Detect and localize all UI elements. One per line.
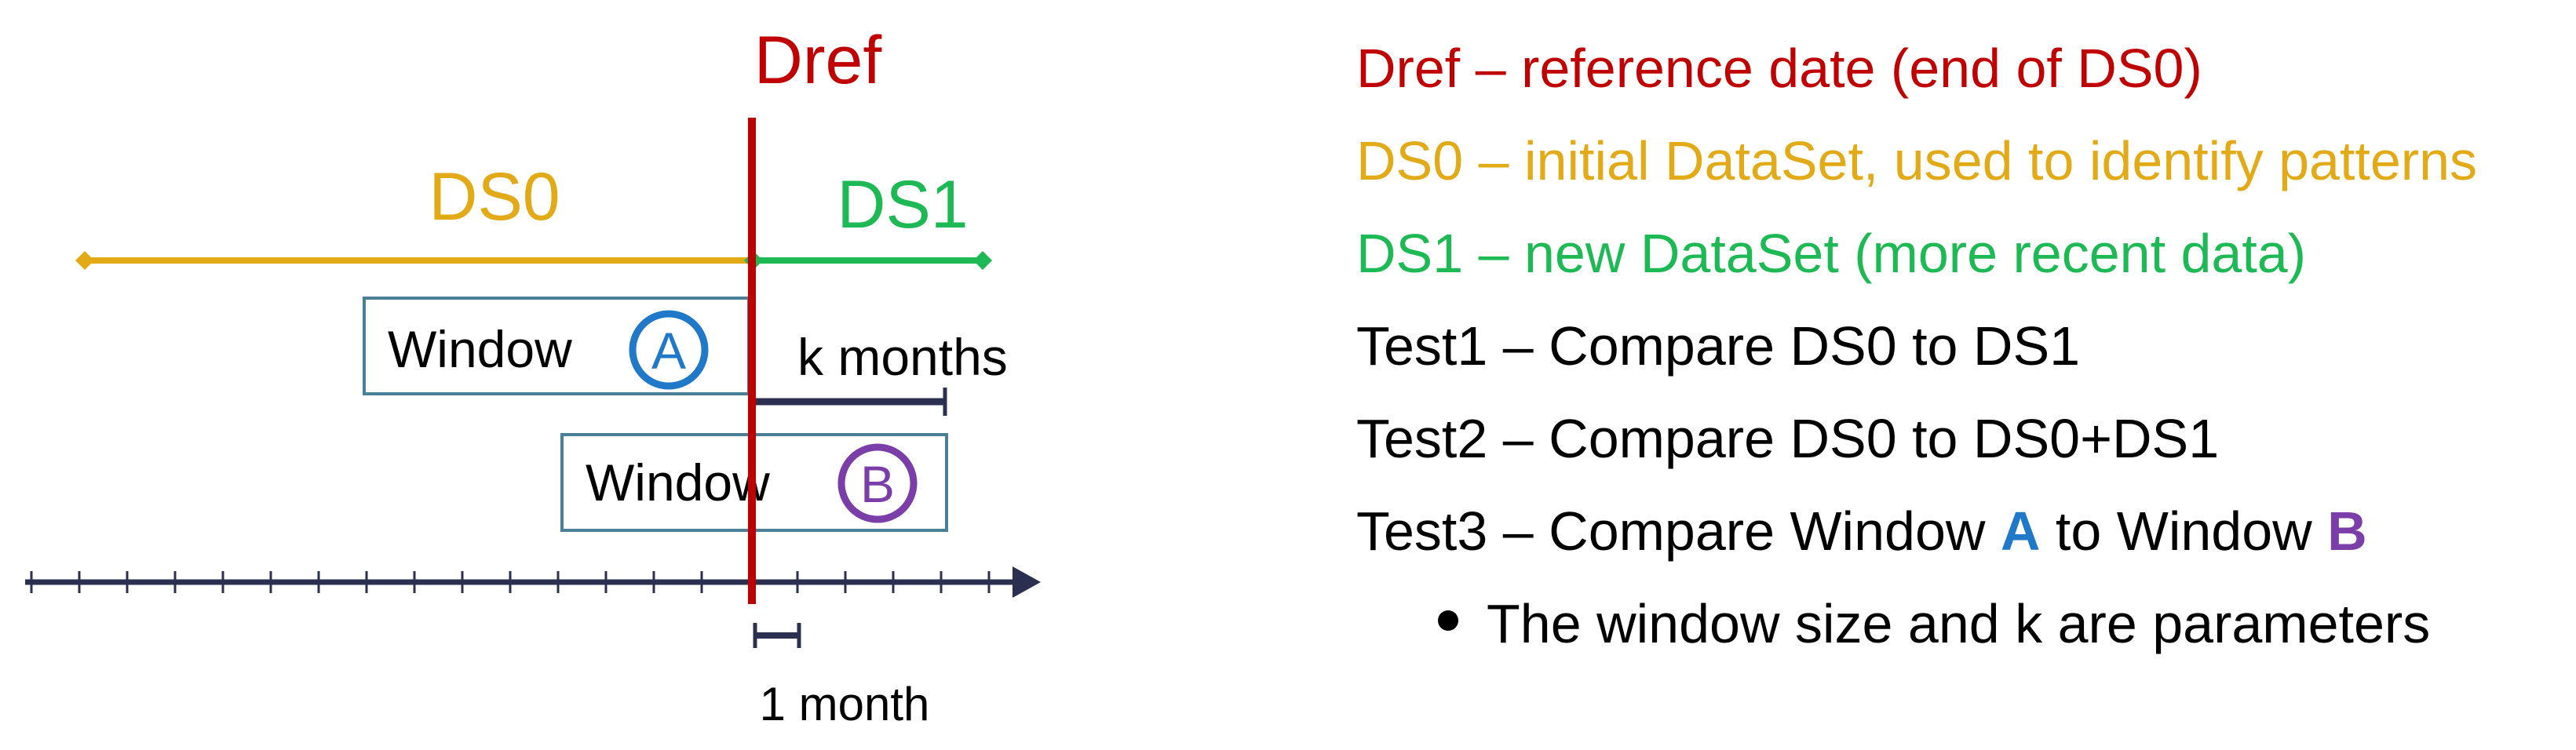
legend-test1: Test1 – Compare DS0 to DS1	[1356, 315, 2081, 377]
window-b-letter: B	[860, 455, 895, 513]
legend-test2: Test2 – Compare DS0 to DS0+DS1	[1356, 408, 2220, 469]
window-a-circle	[629, 310, 709, 390]
note-text: The window size and k are parameters	[1487, 593, 2431, 654]
test3-window-b: B	[2327, 501, 2367, 562]
window-a-label: Window	[388, 320, 572, 378]
legend-ds0: DS0 – initial DataSet, used to identify …	[1356, 130, 2478, 191]
window-a-letter: A	[651, 322, 686, 380]
window-b-circle	[837, 443, 918, 523]
ds1-label: DS1	[837, 167, 968, 242]
window-b-label: Window	[586, 453, 770, 512]
test3-mid: to Window	[2040, 501, 2328, 562]
k-months-label: k months	[797, 328, 1008, 386]
time-axis-arrowhead	[1013, 566, 1041, 598]
test3-prefix: Test3 – Compare Window	[1356, 501, 2001, 562]
timeline-diagram: DS0 DS1 Window A k months Window B 1 mon…	[25, 23, 1041, 730]
legend-note: The window size and k are parameters	[1356, 577, 2565, 670]
one-month-label: 1 month	[760, 678, 930, 730]
legend-dref: Dref – reference date (end of DS0)	[1356, 38, 2202, 99]
ds1-end-diamond	[973, 251, 992, 270]
test3-window-a: A	[2000, 501, 2041, 562]
dref-label: Dref	[754, 23, 883, 98]
legend-test3: Test3 – Compare Window A to Window B	[1356, 485, 2565, 577]
ds0-label: DS0	[429, 159, 560, 235]
legend: Dref – reference date (end of DS0) DS0 –…	[1356, 22, 2565, 670]
ds0-start-diamond	[75, 251, 94, 270]
legend-ds1: DS1 – new DataSet (more recent data)	[1356, 223, 2307, 284]
bullet-icon	[1438, 610, 1458, 631]
